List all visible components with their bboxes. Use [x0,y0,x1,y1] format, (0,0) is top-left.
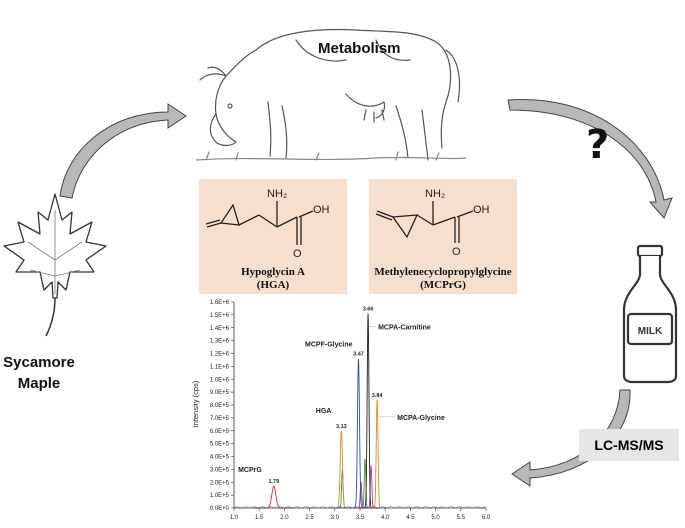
y-tick-label: 9.0E+5 [210,390,230,396]
hga-abbr: (HGA) [256,279,290,291]
y-tick-label: 1.3E+6 [210,339,230,345]
sycamore-label-line1: Sycamore [3,354,75,371]
x-tick-label: 1.5 [255,515,264,521]
y-tick-label: 0.0E+0 [210,506,230,512]
question-mark: ? [586,122,610,168]
peak-compound-label: MCPrG [238,467,262,474]
mcprg-structure-box: NH₂ OH O Methylenecyclopropylglycine (MC… [369,179,517,294]
y-tick-label: 8.0E+5 [210,403,230,409]
y-tick-label: 1.0E+6 [210,377,230,383]
x-tick-label: 4.0 [381,515,390,521]
mcprg-structure: NH₂ OH O [375,188,490,258]
y-tick-label: 3.0E+5 [210,467,230,473]
mcprg-abbr: (MCPrG) [420,279,466,291]
peak-trace [359,313,377,509]
x-tick-label: 5.0 [431,515,440,521]
peak-rt-label: 3.47 [353,352,364,358]
milk-bottle-icon: MILK [622,244,678,384]
x-tick-label: 2.5 [305,515,314,521]
lcms-msms-label: LC-MS/MS [579,429,679,461]
svg-text:O: O [293,248,302,259]
x-tick-label: 6.0 [482,515,491,521]
peak-trace [253,485,294,509]
peak-trace [368,399,386,509]
y-tick-label: 4.0E+5 [210,455,230,461]
x-tick-label: 1.0 [230,515,239,521]
chromatogram-chart: 0.0E+0 1.0E+5 2.0E+5 3.0E+5 4.0E+5 5.0E+5 6.0E… [191,300,491,521]
sycamore-label-line2: Maple [17,375,61,392]
y-tick-label: 1.6E+6 [210,300,230,306]
mcprg-name: Methylenecyclopropylglycine [374,266,512,278]
metabolism-label: Metabolism [318,40,401,57]
svg-text:MILK: MILK [638,326,663,337]
peak-rt-label: 1.79 [268,479,279,485]
arrow-cow-to-milk [507,98,673,219]
x-tick-label: 2.0 [280,515,289,521]
sycamore-maple-label: Sycamore Maple [0,352,78,394]
cow-illustration [196,28,466,161]
x-tick-label: 3.5 [356,515,365,521]
minor-peak-trace [334,469,350,509]
hga-oh-label: OH [313,204,330,216]
maple-leaf-icon [3,193,107,337]
peak-rt-label: 3.84 [372,393,384,399]
mcprg-oh-label: OH [473,204,490,216]
baseline-trace [233,506,487,509]
y-tick-label: 1.0E+5 [210,493,230,499]
y-tick-label: 1.4E+6 [210,326,230,332]
y-tick-label: 1.2E+6 [210,352,230,358]
y-tick-label: 2.0E+5 [210,480,230,486]
peak-rt-label: 3.66 [363,307,374,313]
peak-rt-label: 3.13 [336,424,347,430]
hga-structure-box: NH₂ OH O Hypoglycin A (HGA) [199,179,347,294]
x-tick-label: 4.5 [406,515,415,521]
peak-compound-label: MCPA-Carnitine [378,325,431,332]
x-tick-label: 5.5 [457,515,466,521]
mcprg-nh2-label: NH₂ [425,188,445,200]
y-tick-label: 7.0E+5 [210,416,230,422]
peak-compound-label: HGA [316,408,332,415]
hga-nh2-label: NH₂ [267,188,287,200]
arrow-leaf-to-cow [59,103,187,199]
x-tick-label: 3.0 [331,515,340,521]
y-tick-label: 1.5E+6 [210,313,230,319]
y-axis-label: Intensity (cps) [191,380,200,427]
y-tick-label: 5.0E+5 [210,442,230,448]
hga-name: Hypoglycin A [241,266,305,278]
y-tick-label: 1.1E+6 [210,364,230,370]
y-tick-label: 6.0E+5 [210,429,230,435]
hga-structure: NH₂ OH O [205,188,330,259]
peak-compound-label: MCPA-Glycine [397,415,445,422]
peak-compound-label: MCPF-Glycine [305,342,353,349]
svg-text:O: O [452,246,461,258]
